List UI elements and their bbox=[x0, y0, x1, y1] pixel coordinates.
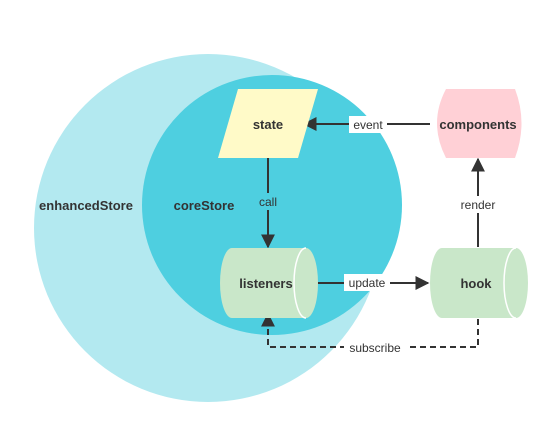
edge-event-label: event bbox=[353, 118, 383, 132]
node-components: components bbox=[437, 89, 522, 158]
edge-event-label-bg bbox=[349, 116, 387, 133]
edge-update-label-bg bbox=[344, 274, 390, 291]
hook-label: hook bbox=[460, 276, 492, 291]
node-listeners: listeners bbox=[220, 247, 318, 319]
hook-shape bbox=[430, 248, 528, 318]
edge-subscribe-label-bg bbox=[344, 339, 406, 356]
edge-render: render bbox=[455, 157, 501, 247]
edge-render-label: render bbox=[461, 198, 496, 212]
node-state: state bbox=[218, 89, 318, 158]
listeners-label: listeners bbox=[239, 276, 292, 291]
edge-event: event bbox=[302, 116, 430, 133]
components-label: components bbox=[439, 117, 516, 132]
edge-subscribe-label: subscribe bbox=[349, 341, 401, 355]
components-shape bbox=[437, 89, 522, 158]
listeners-shape-rim bbox=[293, 247, 307, 319]
state-label: state bbox=[253, 117, 283, 132]
edge-call-label-bg bbox=[255, 193, 282, 210]
edge-call: call bbox=[255, 158, 282, 249]
edge-update: update bbox=[310, 274, 430, 291]
listeners-shape bbox=[220, 248, 318, 318]
core-store-label: coreStore bbox=[174, 198, 235, 213]
node-hook: hook bbox=[430, 247, 528, 319]
state-shape bbox=[218, 89, 318, 158]
enhanced-store-label: enhancedStore bbox=[39, 198, 133, 213]
hook-shape-rim bbox=[503, 247, 517, 319]
edge-update-label: update bbox=[349, 276, 386, 290]
edge-render-label-bg bbox=[455, 196, 501, 213]
edge-subscribe: subscribe bbox=[261, 312, 479, 356]
edge-call-label: call bbox=[259, 195, 277, 209]
